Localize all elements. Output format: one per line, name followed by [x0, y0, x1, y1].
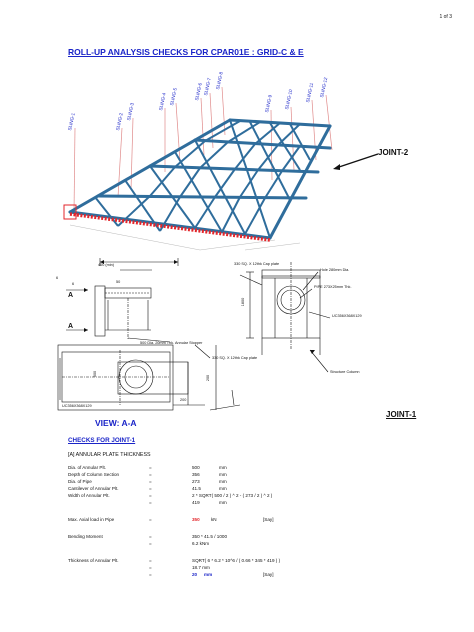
dim-500: 500 [93, 370, 98, 378]
dim-400: 400 (min) [98, 263, 115, 267]
pipe-label: PIPE 273X25mm Thk. [314, 285, 352, 289]
dim-1800: 1800 [241, 297, 246, 307]
section-heading: [A] ANNULAR PLATE THICKNESS [68, 452, 151, 458]
joint1-label: JOINT-1 [386, 410, 417, 419]
cap-plate-bottom-label: 330 SQ. X 12thk Cap plate [212, 356, 258, 360]
joint2-label: JOINT-2 [378, 148, 409, 157]
sling-lines [73, 86, 333, 213]
thickness-result-value: 20 [192, 572, 198, 577]
dim-6-a: 6 [56, 276, 59, 280]
column-right-label: UC356X368X129 [332, 314, 362, 318]
hole-label: Hole 280mm Dia. [320, 268, 350, 272]
view-aa-label: VIEW: A-A [95, 418, 137, 428]
stopper-label: 500 Dia. 20mm Thk. Annular Stopper [140, 341, 203, 345]
axial-load-value: 350 [192, 517, 200, 522]
truss-3d-model [63, 86, 379, 251]
section-a-top: A [68, 292, 74, 299]
page-number: 1 of 3 [439, 14, 452, 20]
section-a-bottom: A [68, 323, 74, 330]
dim-200-bottom: 200 [180, 398, 187, 402]
joint2-arrow [335, 153, 379, 169]
cap-plate-top-label: 330 SQ. X 12thk Cap plate [234, 262, 280, 266]
structure-column-label: Structure Column [330, 370, 360, 374]
column-left-label: UC356X368X129 [62, 404, 92, 408]
dim-200-right: 200 [206, 374, 211, 382]
pipe-highlight [63, 204, 271, 242]
joint1-detail-drawing [57, 258, 331, 411]
dim-6-b: 6 [72, 282, 75, 286]
page-title: ROLL-UP ANALYSIS CHECKS FOR CPAR01E : GR… [68, 47, 304, 57]
dim-50: 50 [116, 280, 121, 284]
checks-heading: CHECKS FOR JOINT-1 [68, 437, 136, 444]
